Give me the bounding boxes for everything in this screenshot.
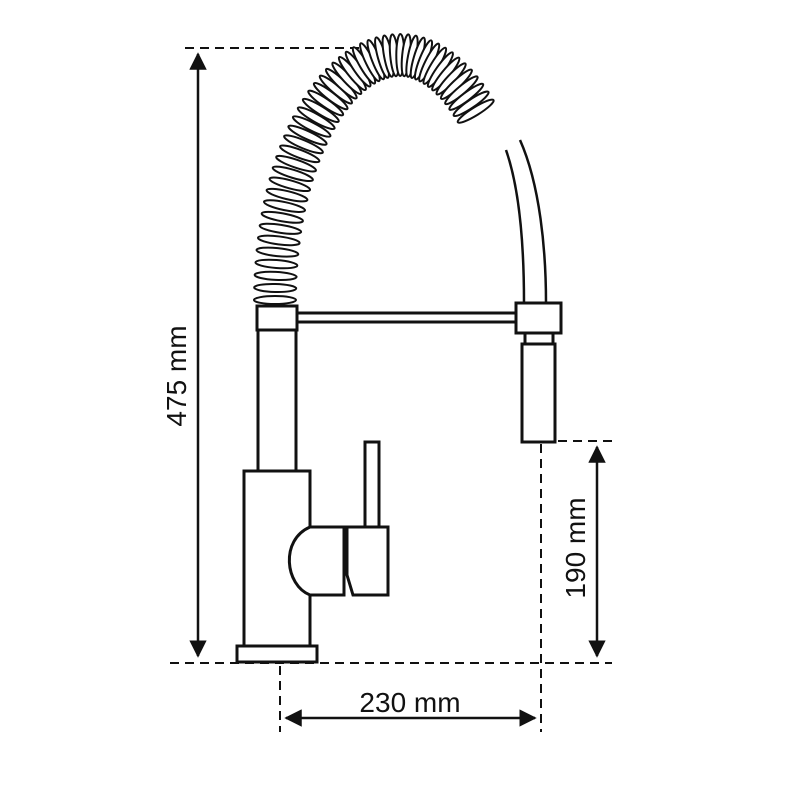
height-label: 475 mm	[161, 325, 192, 426]
coil-loop	[287, 124, 328, 146]
coil-loop	[265, 187, 309, 203]
coil-loop	[275, 154, 318, 173]
coil-loop	[254, 258, 299, 270]
base-plate	[235, 644, 319, 664]
coil-loop	[262, 199, 307, 213]
coil-loop	[253, 282, 298, 294]
coil-loop	[268, 176, 312, 193]
coil-loop	[456, 98, 495, 124]
handle-block	[345, 525, 390, 597]
coil-loop	[271, 165, 314, 183]
coil-loop	[291, 115, 332, 138]
coil-loop	[260, 210, 304, 224]
coil-loop	[253, 270, 298, 282]
collar	[255, 304, 299, 332]
lever	[363, 440, 381, 529]
spray-head	[520, 342, 557, 444]
upper-tube	[256, 328, 298, 473]
coil-loop	[296, 106, 336, 131]
coil-loop	[253, 295, 297, 305]
coil-loop	[279, 144, 321, 164]
reach-label: 230 mm	[359, 687, 460, 718]
coil-loop	[258, 222, 303, 235]
coil-loop	[255, 246, 300, 258]
spray-neck	[523, 331, 555, 346]
spring-coil	[253, 33, 495, 305]
spout-bar	[295, 311, 518, 324]
spray-head-collar	[514, 301, 563, 335]
spout-height-label: 190 mm	[560, 497, 591, 598]
cartridge	[287, 525, 346, 597]
coil-loop	[256, 234, 301, 247]
coil-loop	[283, 134, 324, 155]
faucet	[235, 33, 563, 664]
